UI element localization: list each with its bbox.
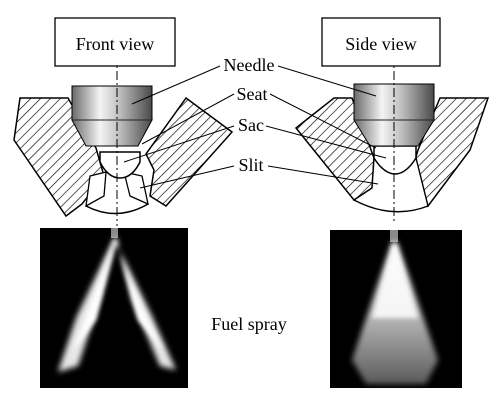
side-view-nozzle: [294, 54, 490, 222]
leader-lines: [123, 65, 387, 189]
side-view-label: Side view: [345, 34, 417, 54]
needle-label: Needle: [224, 55, 275, 75]
fuel-spray-label: Fuel spray: [211, 314, 287, 334]
front-view-label: Front view: [76, 34, 155, 54]
front-needle: [71, 85, 153, 147]
seat-label: Seat: [237, 84, 268, 104]
slit-label: Slit: [238, 155, 263, 175]
front-spray-photo: [40, 228, 188, 388]
sac-label: Sac: [238, 115, 264, 135]
side-slit-cavity: [352, 157, 429, 213]
front-right-wall: [145, 96, 234, 207]
side-view-box: [321, 17, 441, 67]
front-sac: [99, 151, 141, 179]
side-spray-photo: [330, 230, 462, 388]
side-sac: [373, 145, 417, 175]
front-view-box: [54, 17, 176, 67]
front-view-nozzle: [13, 54, 234, 226]
front-slit-left: [85, 171, 107, 208]
